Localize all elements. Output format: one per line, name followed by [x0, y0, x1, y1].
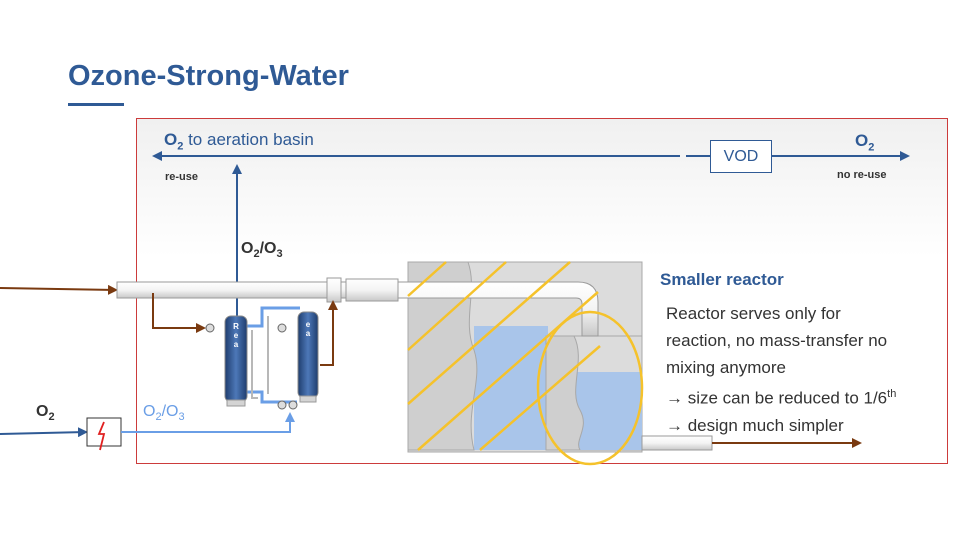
- vessel-letter: R: [233, 322, 239, 331]
- o2o3-offgas-label: O2/O3: [241, 240, 283, 261]
- smaller-reactor-heading: Smaller reactor: [660, 270, 784, 289]
- vessel-letter: e: [233, 331, 239, 340]
- valve-bottom-right-icon: [288, 400, 298, 410]
- o2-feed-label: O2: [36, 403, 55, 424]
- o2o3-feed-label: O2/O3: [143, 403, 185, 424]
- reuse-label: re-use: [165, 171, 199, 183]
- no-reuse-label: no re-use: [837, 169, 887, 181]
- reactor-inlet-pipe: [397, 281, 599, 337]
- vessel-letter: a: [233, 340, 239, 349]
- sidestream-in-line: [152, 293, 206, 333]
- vessel-link-pipe-top: [247, 306, 300, 328]
- vessel-frame-pipes: [251, 330, 258, 399]
- o2o3-feed-line: [121, 412, 295, 433]
- valve-left-icon: [205, 323, 215, 333]
- smaller-reactor-highlight: [536, 310, 644, 466]
- valve-top-right-icon: [277, 323, 287, 333]
- o2-feed-line: [0, 427, 88, 438]
- reactor-wall-inner: [545, 335, 584, 451]
- water-inlet-line: [0, 284, 118, 295]
- reactor-water-inner: [576, 372, 642, 450]
- pipe-injector: [345, 278, 399, 302]
- reactor-text-line: → design much simpler: [666, 415, 844, 435]
- pipe-flange: [326, 277, 342, 303]
- page-title: Ozone-Strong-Water: [68, 60, 349, 92]
- vessel-right-letters: e a: [304, 320, 312, 338]
- reactor-text-line: reaction, no mass-transfer no: [666, 331, 888, 350]
- reactor-text-line: Reactor serves only for: [666, 304, 841, 323]
- o2-aeration-label: O2 to aeration basin: [164, 130, 314, 153]
- valve-bottom-icon: [277, 400, 287, 410]
- o2-no-reuse-label: O2: [855, 131, 875, 154]
- vessel-left-letters: R e a: [232, 322, 240, 349]
- reactor-text-line: → size can be reduced to 1/6th: [666, 388, 897, 408]
- vod-box: VOD: [710, 140, 772, 173]
- vessel-left-base: [226, 399, 246, 407]
- sidestream-return-line: [320, 300, 338, 366]
- vessel-letter: e: [305, 320, 311, 329]
- smaller-reactor-description: Reactor serves only for reaction, no mas…: [666, 300, 946, 439]
- vessel-right-base: [299, 395, 317, 403]
- lightning-icon: [97, 421, 106, 451]
- vessel-letter: a: [305, 329, 311, 338]
- title-underline: [68, 103, 124, 106]
- reactor-text-line: mixing anymore: [666, 358, 786, 377]
